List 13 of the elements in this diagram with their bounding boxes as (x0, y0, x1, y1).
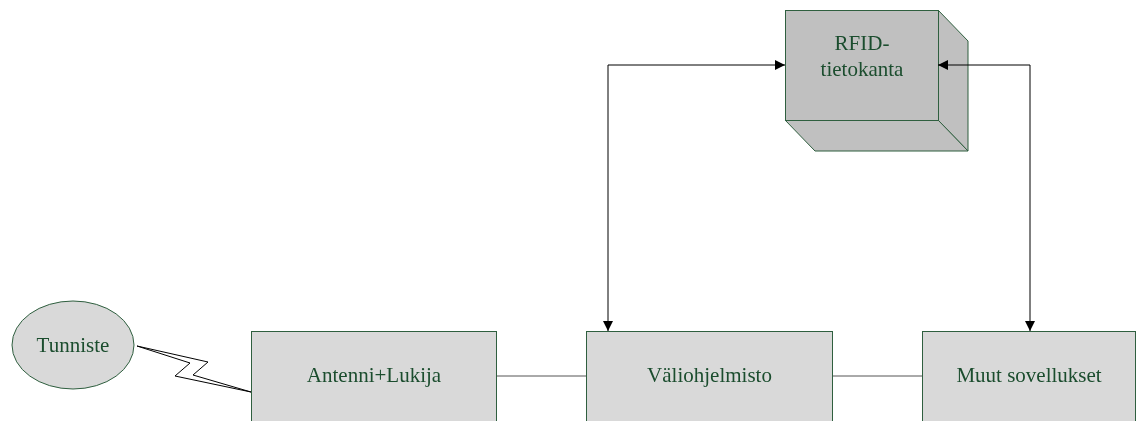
wireless-link (136, 345, 252, 393)
process-box (922, 331, 1136, 421)
node-label: Tunniste (36, 331, 110, 359)
node-label: Väliohjelmisto (647, 362, 772, 389)
node-label: Muut sovellukset (956, 362, 1102, 389)
process-box (251, 331, 497, 421)
node-label: RFID- tietokanta (819, 30, 905, 83)
arrow (937, 60, 1035, 332)
process-box (586, 331, 833, 421)
node-label: Antenni+Lukija (306, 362, 442, 389)
connector-line (832, 375, 923, 377)
connector-line (496, 375, 587, 377)
arrow (603, 60, 786, 332)
